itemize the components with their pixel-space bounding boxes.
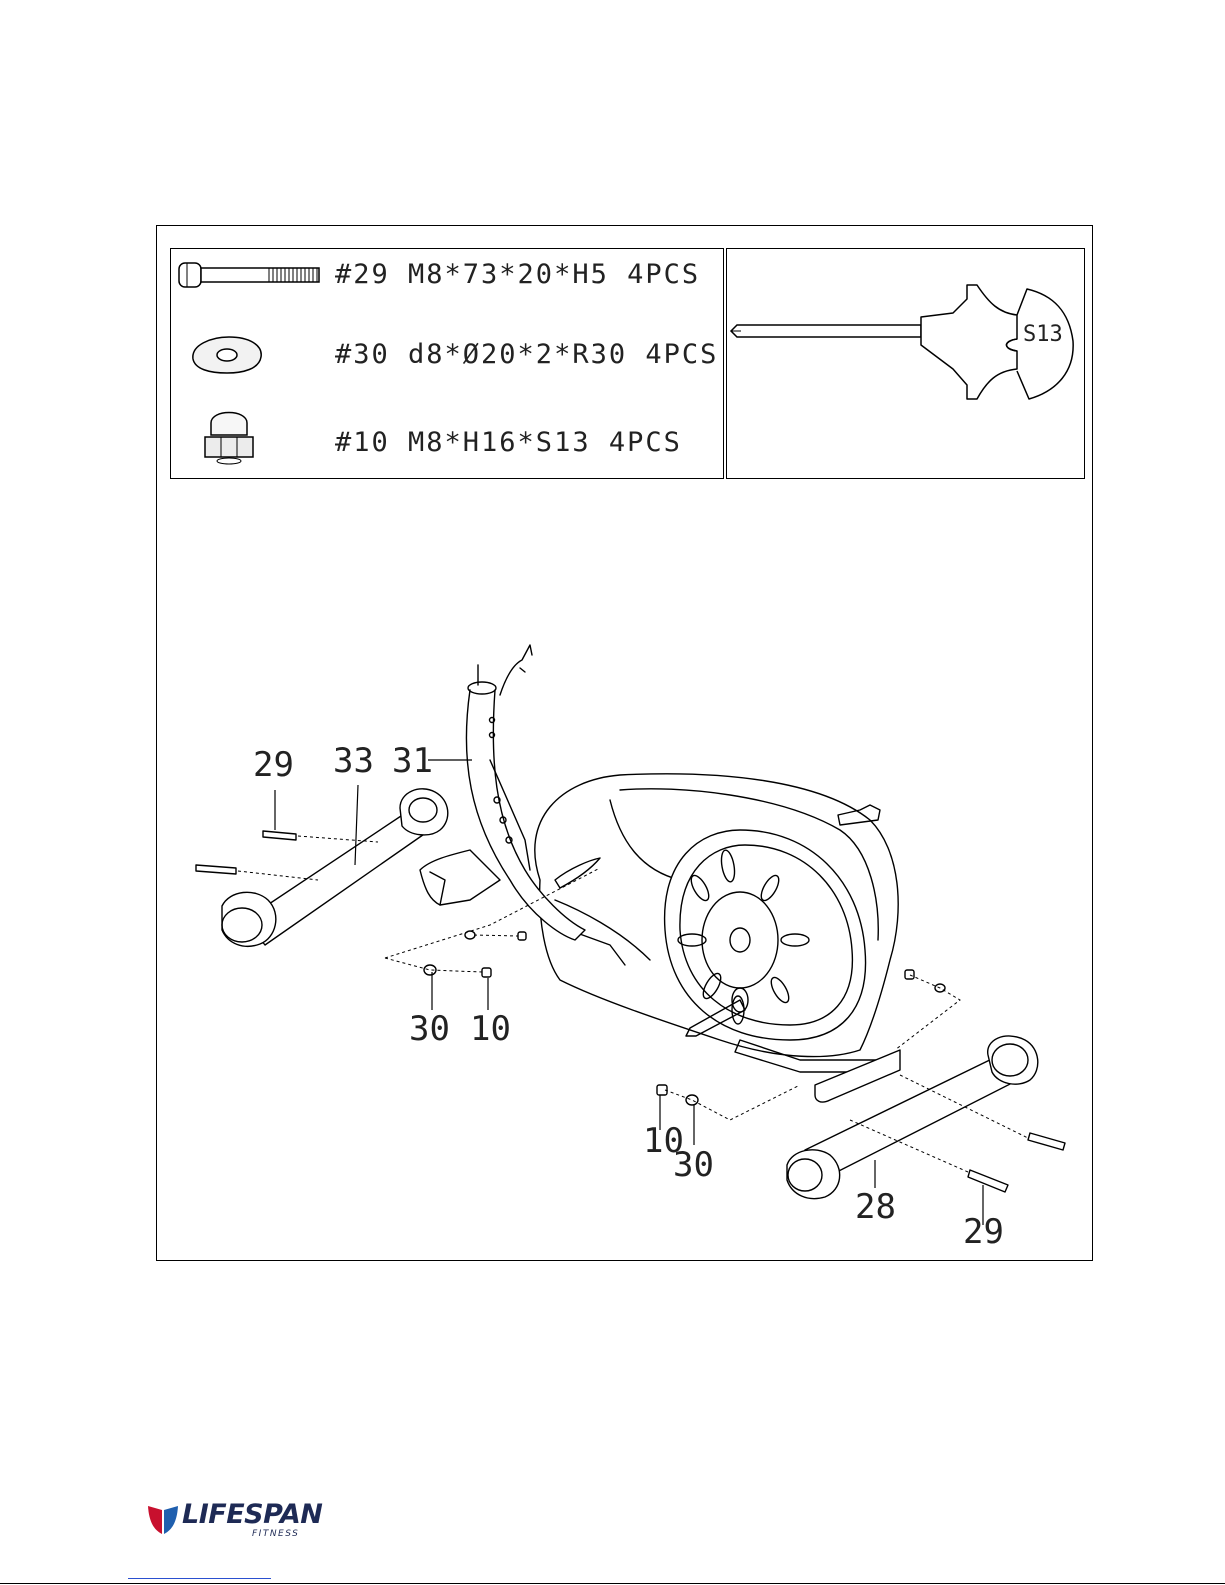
callout-30-front: 30 xyxy=(409,1012,450,1046)
callout-29-front: 29 xyxy=(253,748,294,782)
rear-stabilizer xyxy=(805,1055,1018,1178)
callout-28: 28 xyxy=(855,1190,896,1224)
rear-end-cap-top xyxy=(988,1036,1038,1084)
callout-29-rear: 29 xyxy=(963,1215,1004,1249)
rear-end-cap-bottom xyxy=(787,1150,840,1199)
footer-rule xyxy=(0,1583,1225,1584)
brand-name: LIFESPAN xyxy=(182,1500,322,1530)
front-end-cap-top xyxy=(400,789,448,835)
footer-link-underline[interactable] xyxy=(128,1578,271,1579)
callout-10-front: 10 xyxy=(470,1012,511,1046)
callout-31: 31 xyxy=(392,744,433,778)
brand-subtitle: FITNESS xyxy=(252,1529,299,1539)
callout-30-rear: 30 xyxy=(673,1148,714,1182)
brand-logo: LIFESPAN FITNESS xyxy=(146,1500,316,1542)
lifespan-shield-icon xyxy=(146,1502,180,1536)
callout-33: 33 xyxy=(333,744,374,778)
